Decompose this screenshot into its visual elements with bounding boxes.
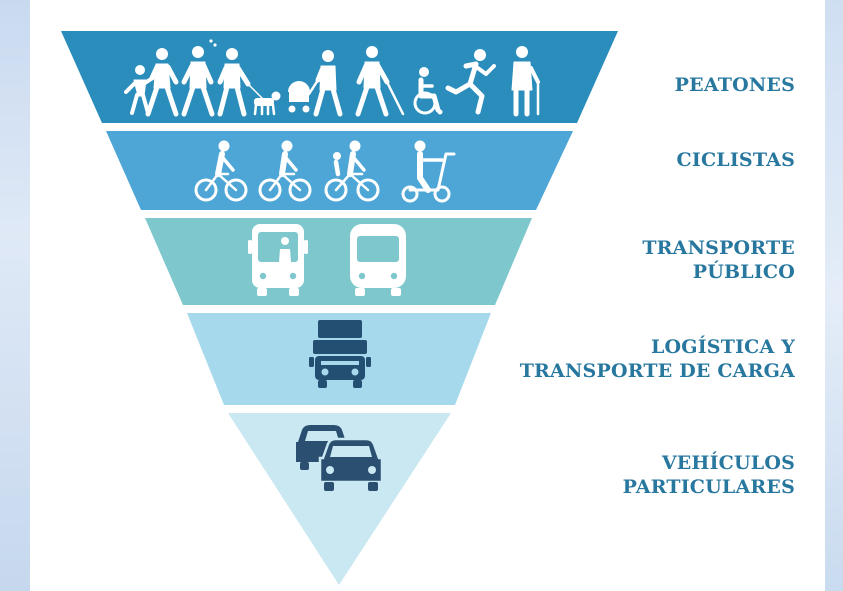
cargo-truck-icon bbox=[309, 320, 371, 388]
person-pushing-stroller-icon bbox=[288, 50, 343, 117]
background-left-edge bbox=[0, 0, 30, 591]
label-ciclistas: CICLISTAS bbox=[677, 148, 795, 172]
cyclist-icon bbox=[194, 140, 248, 202]
label-line: LOGÍSTICA Y bbox=[650, 336, 795, 358]
family-walking-icon bbox=[124, 48, 179, 117]
cyclist-with-child-icon bbox=[324, 140, 380, 202]
bus-front-with-driver-icon bbox=[248, 224, 308, 296]
wheelchair-user-icon bbox=[413, 67, 443, 115]
elderly-person-cane-icon bbox=[511, 46, 540, 117]
band-vehiculos bbox=[228, 413, 451, 585]
label-line: TRANSPORTE bbox=[642, 237, 795, 259]
bus-rear-icon bbox=[350, 224, 406, 296]
two-cars-icon bbox=[296, 425, 384, 491]
label-vehiculos: VEHÍCULOS PARTICULARES bbox=[623, 451, 795, 499]
label-line: TRANSPORTE DE CARGA bbox=[519, 360, 795, 382]
band-transporte-publico bbox=[145, 218, 532, 305]
label-logistica: LOGÍSTICA Y TRANSPORTE DE CARGA bbox=[520, 335, 795, 383]
person-running-icon bbox=[445, 49, 496, 115]
label-line: PEATONES bbox=[674, 74, 795, 96]
label-line: PARTICULARES bbox=[622, 476, 795, 498]
background-right-edge bbox=[825, 0, 843, 591]
cyclist-icon bbox=[258, 140, 312, 202]
scooter-rider-icon bbox=[401, 140, 456, 203]
person-walking-icon bbox=[181, 39, 217, 117]
label-line: CICLISTAS bbox=[676, 149, 795, 171]
person-walking-dog-icon bbox=[217, 48, 281, 117]
label-line: VEHÍCULOS bbox=[661, 452, 795, 474]
mobility-pyramid-card: PEATONES CICLISTAS TRANSPORTE PÚBLICO LO… bbox=[30, 0, 825, 591]
inverted-pyramid bbox=[61, 31, 618, 585]
label-transporte-publico: TRANSPORTE PÚBLICO bbox=[642, 236, 795, 284]
label-line: PÚBLICO bbox=[692, 261, 795, 283]
label-peatones: PEATONES bbox=[675, 73, 795, 97]
blind-person-cane-icon bbox=[355, 46, 405, 117]
